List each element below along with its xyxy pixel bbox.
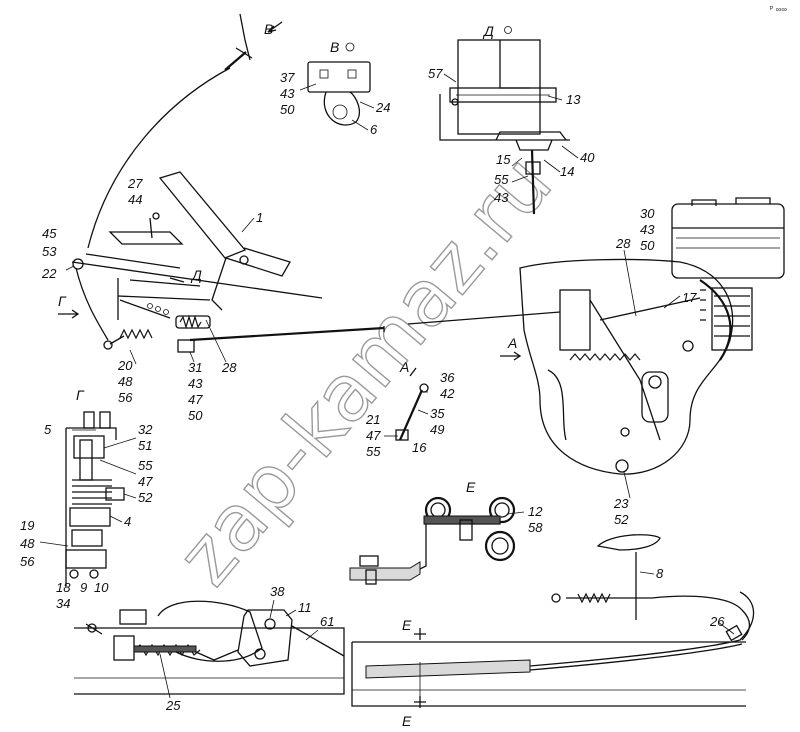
callout-1: 1: [256, 210, 263, 225]
callout-47-a: 47: [366, 428, 381, 443]
callout-37: 37: [280, 70, 295, 85]
callout-50-eng: 50: [640, 238, 655, 253]
view-d: [439, 26, 570, 215]
callout-35: 35: [430, 406, 445, 421]
callout-43-eng: 43: [640, 222, 655, 237]
callout-50-top: 50: [188, 408, 203, 423]
callout-42: 42: [440, 386, 455, 401]
callout-50-b: 50: [280, 102, 295, 117]
callout-15: 15: [496, 152, 511, 167]
callout-20: 20: [117, 358, 133, 373]
callout-36: 36: [440, 370, 455, 385]
callout-10: 10: [94, 580, 109, 595]
callout-28-top: 28: [221, 360, 237, 375]
callout-48-g: 48: [20, 536, 35, 551]
section-e-bottom: Е: [402, 713, 412, 729]
callout-51: 51: [138, 438, 152, 453]
callout-34: 34: [56, 596, 70, 611]
pedal-assembly: [58, 13, 561, 353]
frame-right: [351, 534, 755, 708]
view-b-header: В: [330, 39, 339, 55]
callout-16: 16: [412, 440, 427, 455]
callout-21: 21: [365, 412, 380, 427]
callout-56-g: 56: [20, 554, 35, 569]
callout-26: 26: [709, 614, 725, 629]
callout-55-g: 55: [138, 458, 153, 473]
callout-38: 38: [270, 584, 285, 599]
callout-9: 9: [80, 580, 87, 595]
frame-left: [74, 600, 345, 695]
callout-48-top: 48: [118, 374, 133, 389]
callout-12: 12: [528, 504, 543, 519]
callout-6: 6: [370, 122, 378, 137]
callout-13: 13: [566, 92, 581, 107]
callout-57: 57: [428, 66, 443, 81]
callout-14: 14: [560, 164, 574, 179]
callout-18: 18: [56, 580, 71, 595]
view-a: [395, 367, 429, 441]
callout-32: 32: [138, 422, 153, 437]
view-d-header: Д: [482, 23, 494, 39]
callout-43-b: 43: [280, 86, 295, 101]
callout-28-eng: 28: [615, 236, 631, 251]
view-a-header: А: [399, 359, 409, 375]
callout-53: 53: [42, 244, 57, 259]
callout-56-top: 56: [118, 390, 133, 405]
callout-4: 4: [124, 514, 131, 529]
callout-24: 24: [375, 100, 390, 115]
leader-lines: [39, 73, 735, 699]
view-a-arrow-label: А: [507, 335, 517, 351]
callout-44: 44: [128, 192, 142, 207]
view-d-arrow-label: Д: [190, 267, 202, 283]
callout-30: 30: [640, 206, 655, 221]
view-e: [349, 496, 516, 585]
view-g: [65, 411, 125, 586]
view-g-header: Г: [76, 387, 85, 403]
callout-52-eng: 52: [614, 512, 629, 527]
callout-22: 22: [41, 266, 57, 281]
callout-47-top: 47: [188, 392, 203, 407]
section-e-top: Е: [402, 617, 412, 633]
callout-31: 31: [188, 360, 202, 375]
callout-40: 40: [580, 150, 595, 165]
callout-19: 19: [20, 518, 34, 533]
view-b-header-top: В: [264, 21, 273, 37]
callout-27: 27: [127, 176, 143, 191]
callout-61: 61: [320, 614, 334, 629]
view-b: [307, 42, 371, 126]
callout-17: 17: [682, 290, 697, 305]
callout-55-d: 55: [494, 172, 509, 187]
view-e-header: Е: [466, 479, 476, 495]
callout-49: 49: [430, 422, 444, 437]
callout-11: 11: [298, 600, 312, 615]
callout-45: 45: [42, 226, 57, 241]
callout-5: 5: [44, 422, 52, 437]
callout-58: 58: [528, 520, 543, 535]
corner-mark: ᴾ ∞∞: [770, 5, 787, 14]
view-g-arrow-label: Г: [58, 293, 67, 309]
callout-52-g: 52: [138, 490, 153, 505]
callout-47-g: 47: [138, 474, 153, 489]
callout-55-a: 55: [366, 444, 381, 459]
callout-23: 23: [613, 496, 629, 511]
callout-25: 25: [165, 698, 181, 713]
callout-43-top: 43: [188, 376, 203, 391]
engine-assembly: [500, 197, 785, 475]
callout-43-d: 43: [494, 190, 509, 205]
callout-8: 8: [656, 566, 664, 581]
